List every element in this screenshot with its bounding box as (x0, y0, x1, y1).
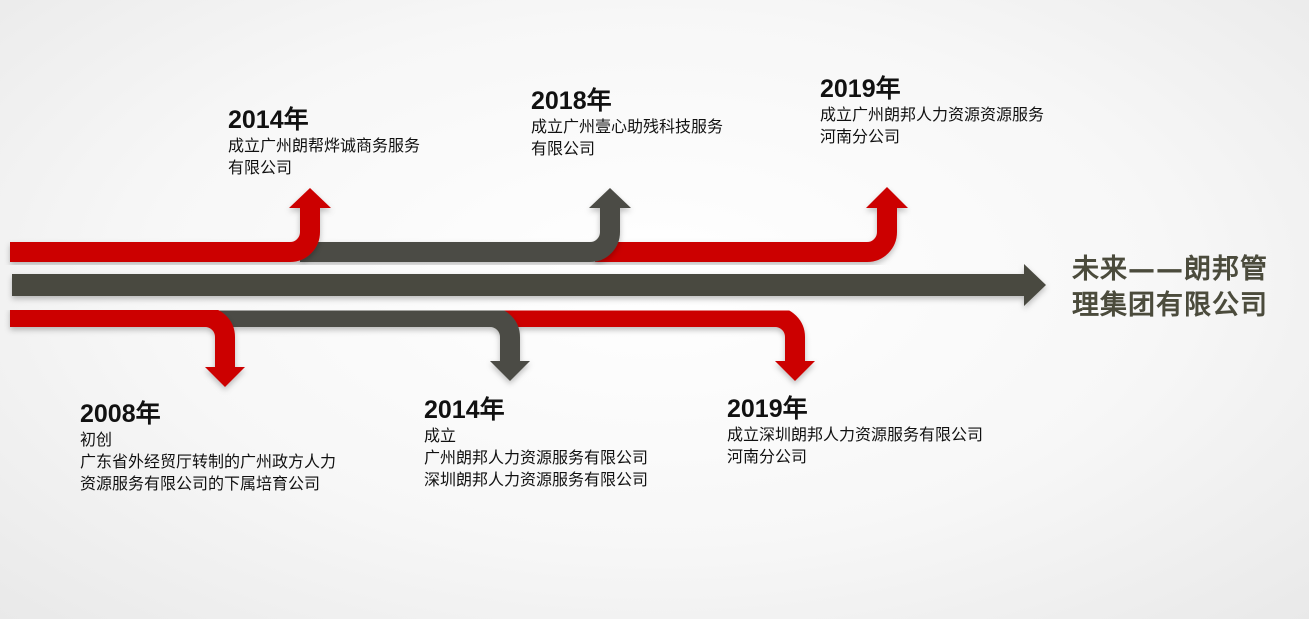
event-bottom-2008: 2008年 初创 广东省外经贸厅转制的广州政方人力 资源服务有限公司的下属培育公… (80, 399, 336, 495)
main-timeline-arrow (12, 264, 1046, 306)
branch-bottom-2014 (215, 307, 530, 381)
event-year: 2019年 (820, 75, 901, 103)
branch-top-2019 (595, 187, 908, 262)
event-text: 广州朗邦人力资源服务有限公司 (424, 448, 649, 467)
event-text: 深圳朗邦人力资源服务有限公司 (424, 470, 649, 489)
branch-bottom-2008 (10, 307, 245, 387)
branch-top-2018 (300, 188, 631, 262)
branch-bottom-2019 (500, 307, 815, 381)
event-top-2018: 2018年 成立广州壹心助残科技服务 有限公司 (531, 86, 723, 160)
event-text: 成立深圳朗邦人力资源服务有限公司 (727, 425, 984, 444)
event-bottom-2019: 2019年 成立深圳朗邦人力资源服务有限公司 河南分公司 (727, 394, 983, 468)
event-text: 成立 (424, 426, 457, 445)
event-text: 有限公司 (531, 139, 596, 158)
future-goal-label: 未来——朗邦管理集团有限公司 (1072, 254, 1268, 321)
event-text: 成立广州朗帮烨诚商务服务 (228, 136, 421, 155)
event-year: 2018年 (531, 87, 612, 115)
event-text: 成立广州朗邦人力资源资源服务 (820, 105, 1045, 124)
event-year: 2019年 (727, 395, 808, 423)
branch-top-2014 (10, 188, 331, 262)
event-year: 2014年 (228, 106, 309, 134)
event-top-2019: 2019年 成立广州朗邦人力资源资源服务 河南分公司 (820, 74, 1044, 148)
event-bottom-2014: 2014年 成立 广州朗邦人力资源服务有限公司 深圳朗邦人力资源服务有限公司 (424, 395, 648, 491)
event-year: 2008年 (80, 400, 161, 428)
event-text: 广东省外经贸厅转制的广州政方人力 (80, 452, 337, 471)
event-text: 河南分公司 (727, 447, 808, 466)
event-text: 成立广州壹心助残科技服务 (531, 117, 724, 136)
event-text: 有限公司 (228, 158, 293, 177)
event-text: 资源服务有限公司的下属培育公司 (80, 474, 321, 493)
event-text: 河南分公司 (820, 127, 901, 146)
event-top-2014: 2014年 成立广州朗帮烨诚商务服务 有限公司 (228, 105, 420, 179)
event-text: 初创 (80, 430, 113, 449)
event-year: 2014年 (424, 396, 505, 424)
